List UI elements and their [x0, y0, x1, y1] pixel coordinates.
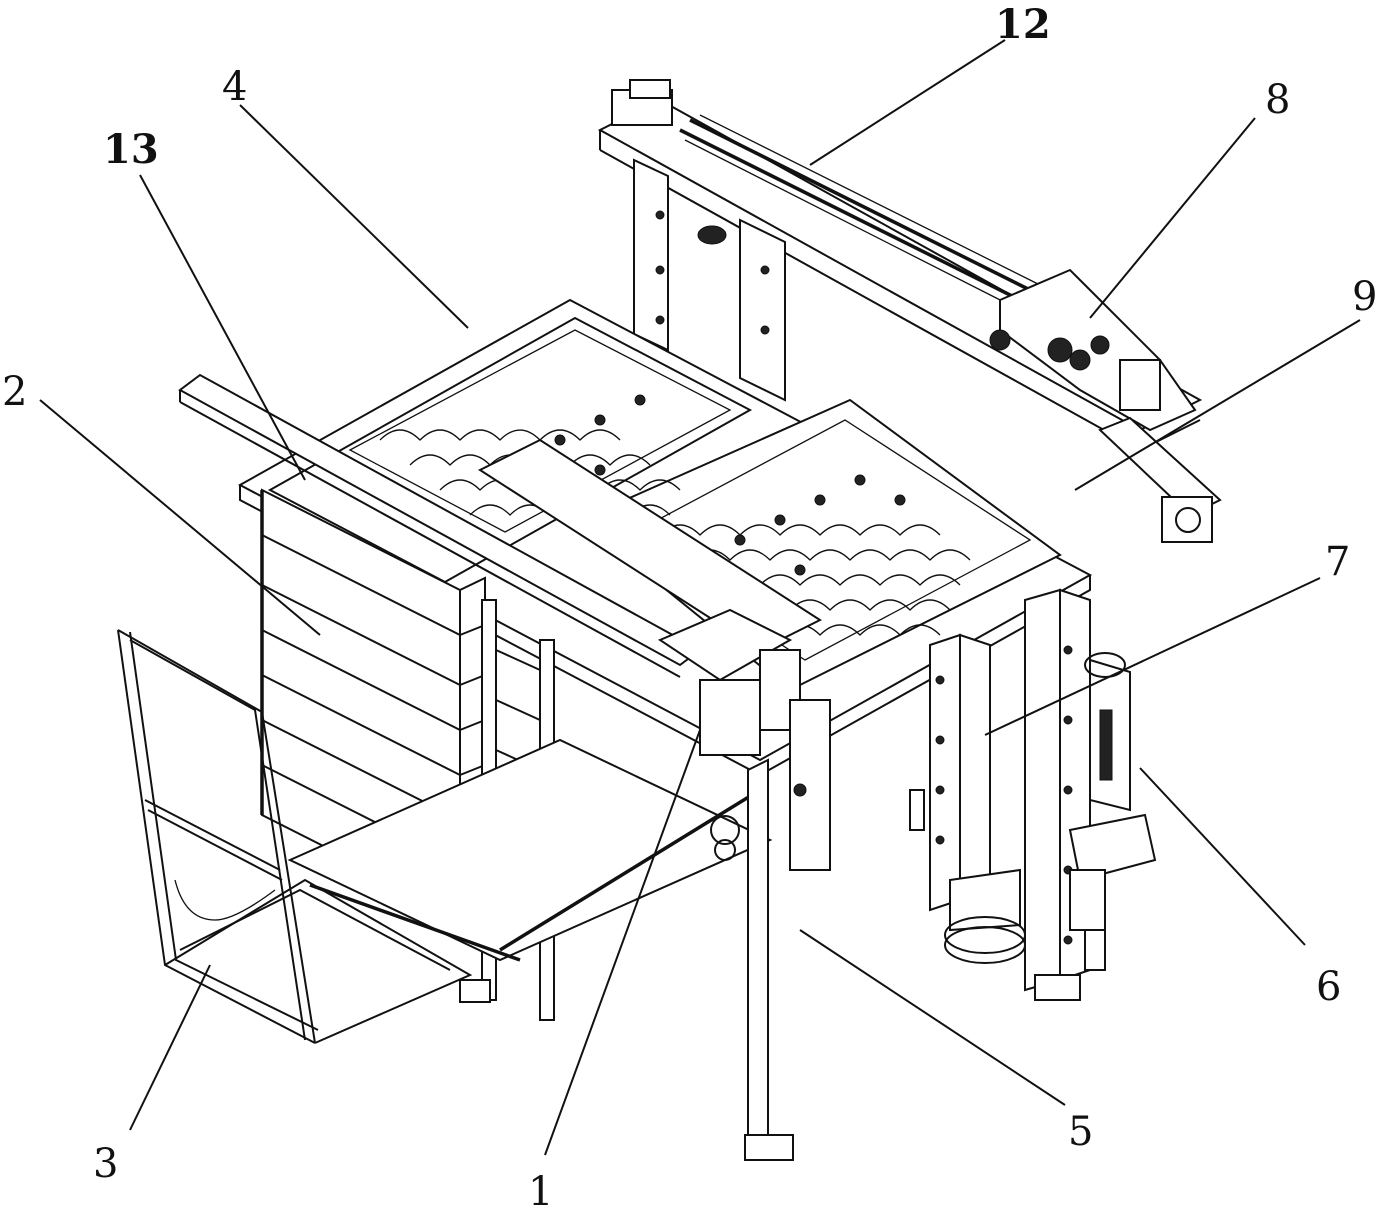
central-transfer-plate [477, 438, 823, 682]
label-6: 6 [1316, 964, 1341, 1010]
label-13: 13 [103, 126, 159, 173]
vertical-lift-column [699, 649, 831, 1161]
front-cart-frame [117, 629, 473, 1044]
label-5: 5 [1068, 1109, 1093, 1155]
leader-lines [39, 39, 1361, 1156]
gripper-carriage [989, 268, 1197, 432]
right-lift-assembly [909, 588, 1091, 1001]
label-3: 3 [93, 1141, 118, 1187]
rear-posts [633, 158, 786, 402]
base-conveyor [287, 738, 773, 962]
label-8: 8 [1265, 77, 1290, 123]
label-12: 12 [995, 1, 1051, 48]
label-4: 4 [222, 64, 247, 110]
label-7: 7 [1325, 539, 1350, 585]
label-2: 2 [2, 369, 27, 415]
cross-beam [1098, 416, 1222, 543]
drive-motor [1068, 652, 1157, 971]
label-1: 1 [528, 1169, 553, 1215]
label-9: 9 [1352, 274, 1377, 320]
